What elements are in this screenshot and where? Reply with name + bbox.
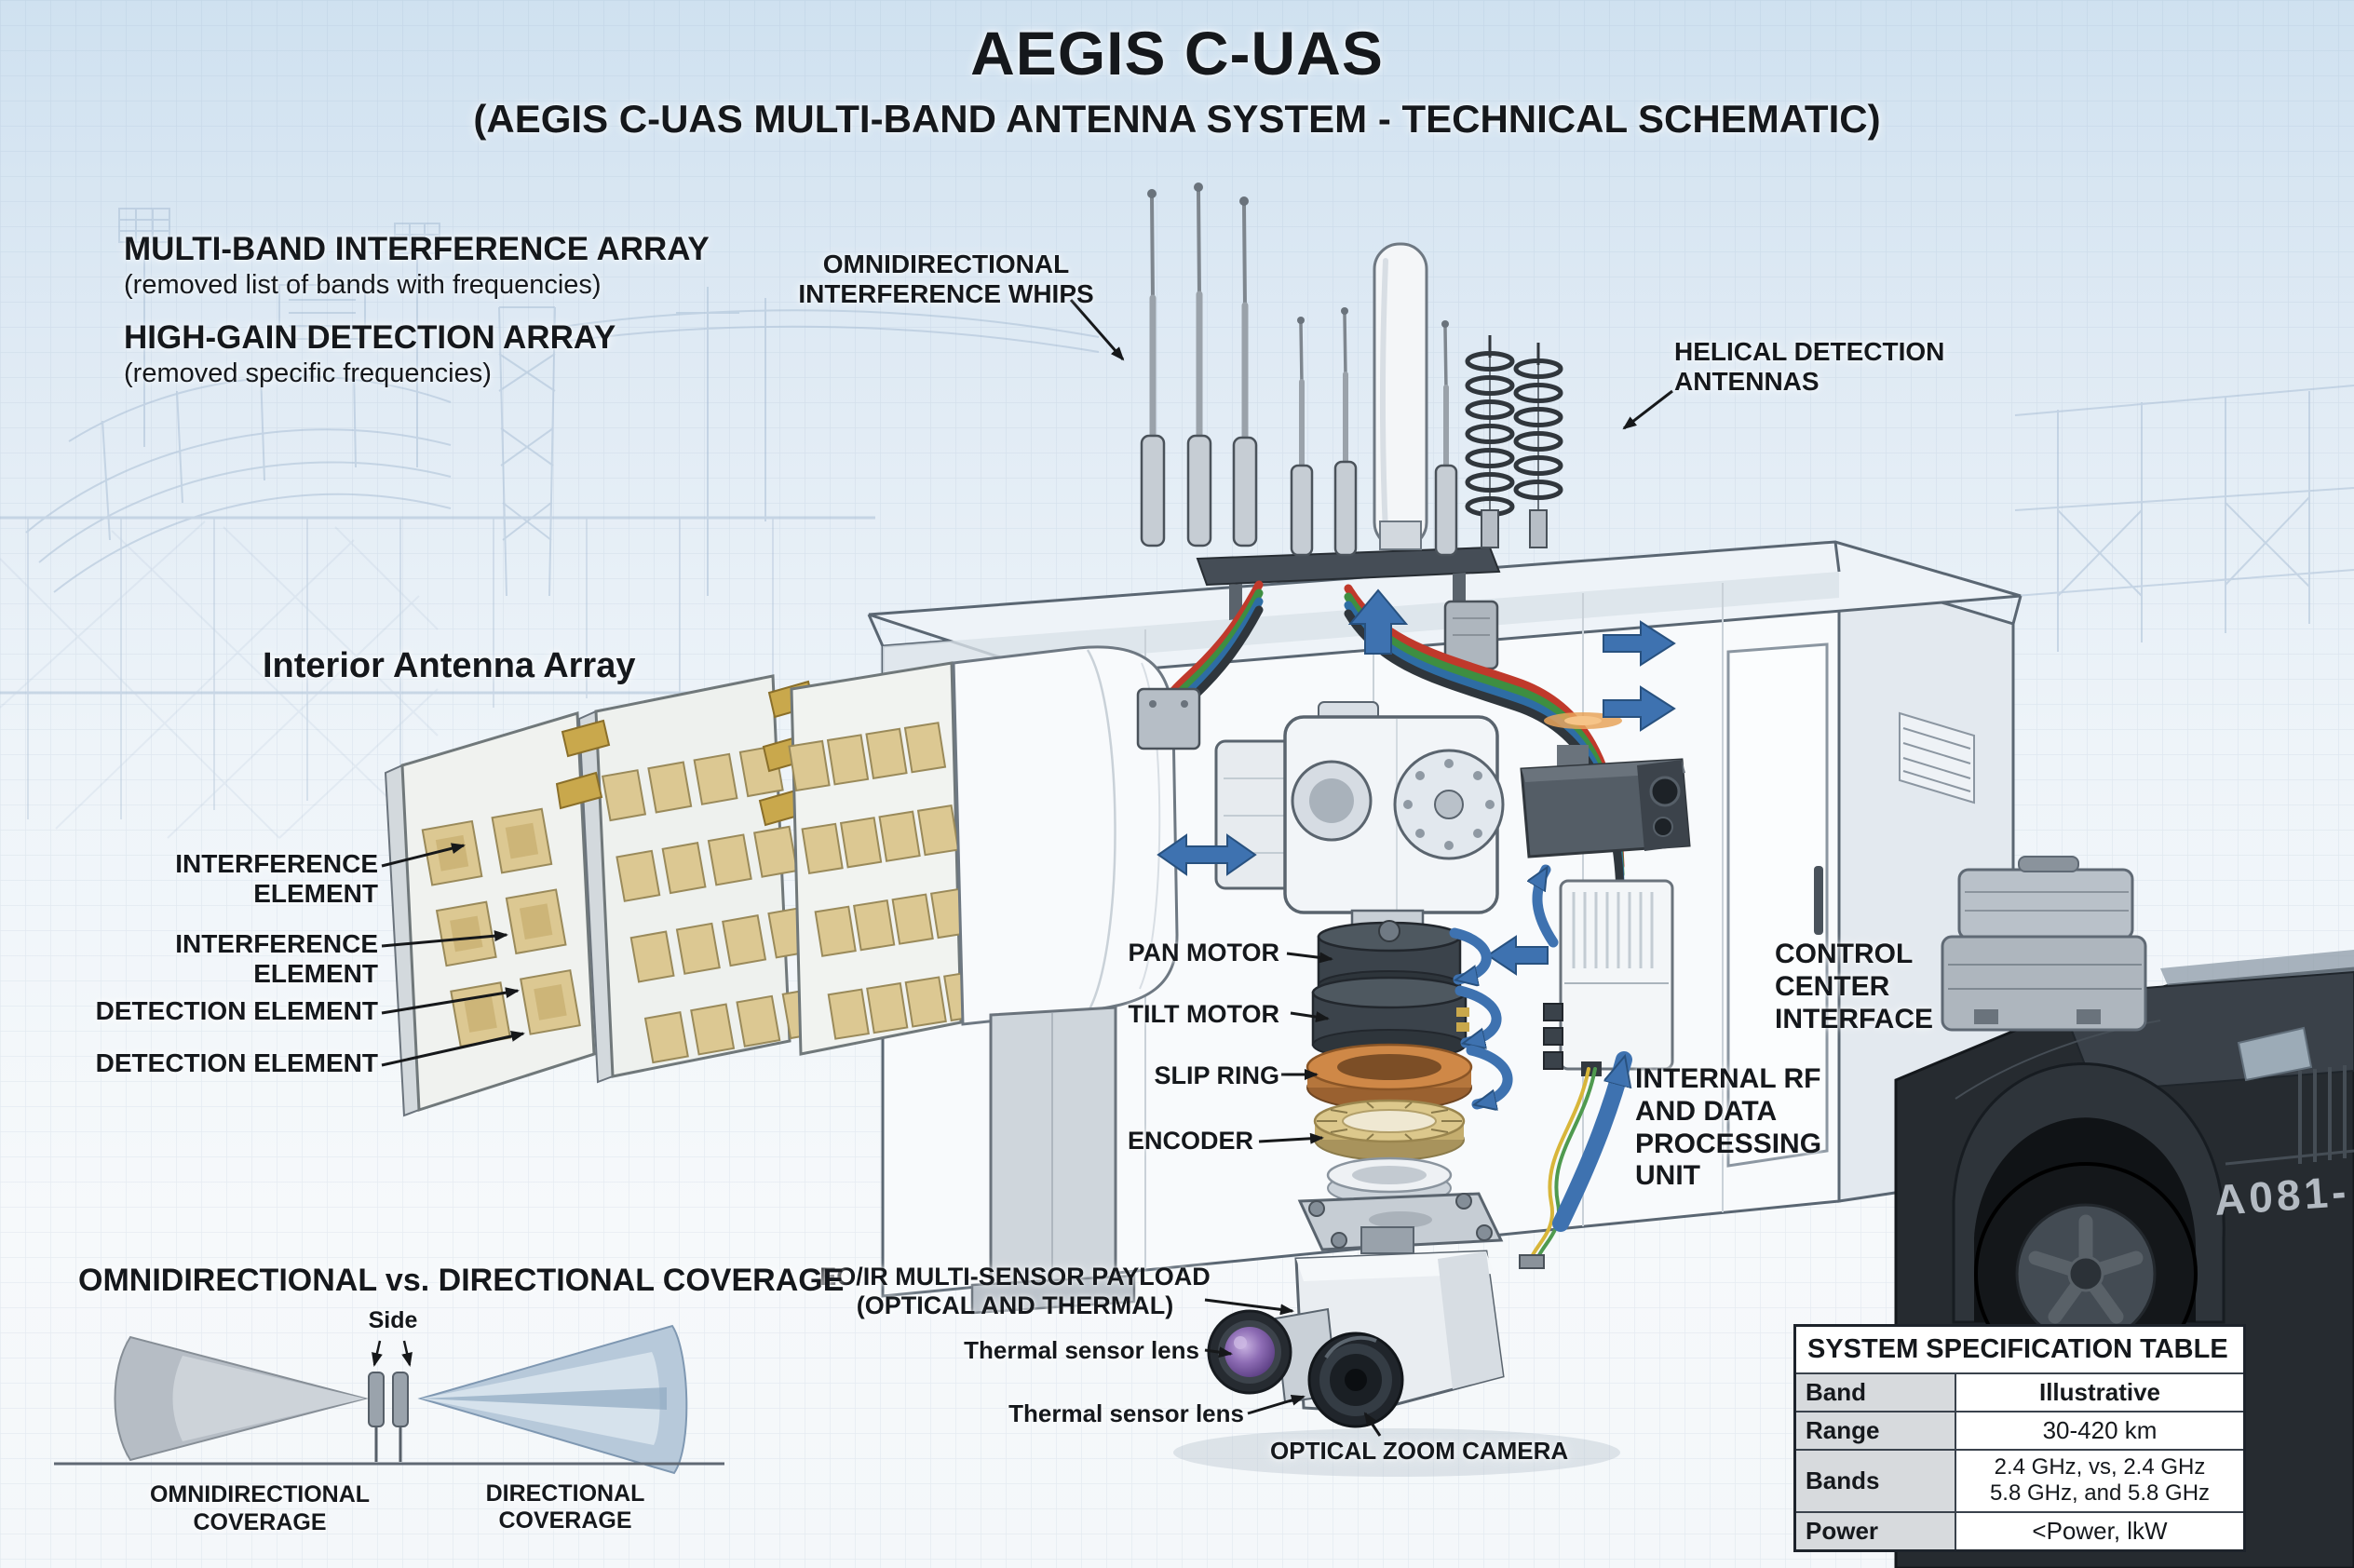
- table-row: Range 30-420 km: [1793, 1411, 2246, 1451]
- coverage-title: OMNIDIRECTIONAL vs. DIRECTIONAL COVERAGE: [78, 1263, 845, 1298]
- pan-tilt-gimbal: [1136, 687, 1505, 1428]
- data-flow-arrow: [1552, 1051, 1632, 1232]
- helical-antennas: [1465, 335, 1563, 548]
- detection-element-label-1: DETECTION ELEMENT: [95, 996, 378, 1025]
- interference-element-label-1: INTERFERENCE ELEMENT: [175, 849, 378, 908]
- bands-value-line2: 5.8 GHz, and 5.8 GHz: [1989, 1480, 2211, 1507]
- table-row: Band Illustrative: [1793, 1372, 2246, 1413]
- interference-element-label-2: INTERFERENCE ELEMENT: [175, 929, 378, 988]
- omni-whips-label: OMNIDIRECTIONAL INTERFERENCE WHIPS: [798, 250, 1094, 308]
- antenna-panels: [384, 645, 1179, 1315]
- optical-zoom-label: OPTICAL ZOOM CAMERA: [1270, 1437, 1569, 1465]
- base-plate: [1297, 1192, 1504, 1251]
- table-row: Bands 2.4 GHz, vs, 2.4 GHz 5.8 GHz, and …: [1793, 1449, 2246, 1513]
- spec-table-title: SYSTEM SPECIFICATION TABLE: [1793, 1324, 2246, 1374]
- eoir-payload-line2: (OPTICAL AND THERMAL): [856, 1291, 1174, 1319]
- multiband-array-title: MULTI-BAND INTERFERENCE ARRAY: [124, 231, 710, 267]
- control-unit: [1543, 879, 1674, 1071]
- thermal-lens: [1207, 1309, 1292, 1395]
- bearing-ring: [1326, 1156, 1453, 1206]
- pan-motor-label: PAN MOTOR: [1128, 939, 1279, 966]
- table-row: Power <Power, lkW: [1793, 1510, 2246, 1552]
- up-arrow: [1347, 588, 1409, 655]
- spec-row-value: 30-420 km: [1955, 1411, 2246, 1451]
- interface-wires: [1519, 1061, 1602, 1269]
- coverage-diagram: [54, 1324, 724, 1475]
- right-arrow: [1603, 685, 1676, 732]
- rangefinder-camera: [1520, 712, 1691, 858]
- highgain-array-title: HIGH-GAIN DETECTION ARRAY: [124, 318, 616, 356]
- spec-row-label: Bands: [1793, 1449, 1956, 1513]
- door-handle: [1814, 866, 1823, 935]
- slip-ring-label: SLIP RING: [1154, 1061, 1279, 1089]
- flow-arrows: [1157, 588, 1676, 1232]
- rotation-arrow: [1454, 985, 1502, 1043]
- detection-element-label-2: DETECTION ELEMENT: [95, 1048, 378, 1077]
- thermal-lens-label-2: Thermal sensor lens: [1008, 1399, 1244, 1427]
- rotation-arrow: [1466, 1045, 1513, 1104]
- headlight: [2237, 1026, 2313, 1082]
- horn-antenna: [788, 645, 1179, 1056]
- vent-grille: [1899, 711, 1975, 804]
- right-arrow: [1603, 620, 1676, 667]
- interior-array-label: Interior Antenna Array: [263, 646, 636, 685]
- encoder-ring: [1313, 1099, 1466, 1161]
- callout-leaders: [381, 299, 1673, 1437]
- fiberglass-radome-antenna: [1373, 242, 1428, 550]
- multiband-array-note: (removed list of bands with frequencies): [124, 269, 602, 300]
- eoir-payload-label: EO/IR MULTI-SENSOR PAYLOAD (OPTICAL AND …: [819, 1263, 1211, 1320]
- bands-value-line1: 2.4 GHz, vs, 2.4 GHz: [1994, 1454, 2206, 1480]
- antenna-mast: [1196, 546, 1501, 670]
- spec-row-value: Illustrative: [1955, 1372, 2246, 1413]
- thermal-lens-label-1: Thermal sensor lens: [964, 1336, 1199, 1364]
- coverage-omni-label: OMNIDIRECTIONAL COVERAGE: [149, 1481, 371, 1535]
- helical-antennas-label: HELICAL DETECTION ANTENNAS: [1674, 337, 1945, 396]
- equipment-cases: [1941, 856, 2147, 1032]
- array-legend: MULTI-BAND INTERFERENCE ARRAY (removed l…: [124, 231, 710, 389]
- system-spec-table: SYSTEM SPECIFICATION TABLE Band Illustra…: [1793, 1324, 2246, 1552]
- spec-row-label: Power: [1793, 1510, 1956, 1552]
- shelter-door: [1726, 642, 1829, 1168]
- cable-junction: [1136, 687, 1201, 750]
- eo-ir-payload: [1207, 1226, 1505, 1428]
- coverage-side-label: Side: [368, 1307, 418, 1333]
- control-center-interface-label: CONTROL CENTER INTERFACE: [1775, 939, 1934, 1034]
- eoir-payload-line1: EO/IR MULTI-SENSOR PAYLOAD: [819, 1263, 1211, 1291]
- whip-antennas: [1140, 182, 1458, 557]
- tilt-motor-label: TILT MOTOR: [1128, 1000, 1279, 1028]
- double-arrow: [1157, 833, 1257, 876]
- page-subtitle: (AEGIS C-UAS MULTI-BAND ANTENNA SYSTEM -…: [473, 97, 1881, 141]
- slip-ring: [1306, 1043, 1473, 1111]
- spec-row-value: <Power, lkW: [1955, 1510, 2246, 1552]
- internal-rf-label: INTERNAL RF AND DATA PROCESSING UNIT: [1635, 1063, 1822, 1192]
- highgain-array-note: (removed specific frequencies): [124, 358, 492, 388]
- spec-row-value: 2.4 GHz, vs, 2.4 GHz 5.8 GHz, and 5.8 GH…: [1955, 1449, 2246, 1513]
- rotation-arrow: [1449, 927, 1492, 980]
- coverage-directional-label: DIRECTIONAL COVERAGE: [485, 1480, 645, 1534]
- optical-zoom-lens: [1307, 1331, 1404, 1428]
- spec-row-label: Band: [1793, 1372, 1956, 1413]
- left-arrow: [1486, 935, 1549, 976]
- vehicle-marking: A081-: [2212, 1166, 2351, 1225]
- spec-row-label: Range: [1793, 1411, 1956, 1451]
- encoder-label: ENCODER: [1127, 1127, 1253, 1155]
- curve-arrow: [1537, 864, 1559, 948]
- page-title: AEGIS C-UAS: [970, 19, 1384, 88]
- pedestal: [970, 1006, 1136, 1315]
